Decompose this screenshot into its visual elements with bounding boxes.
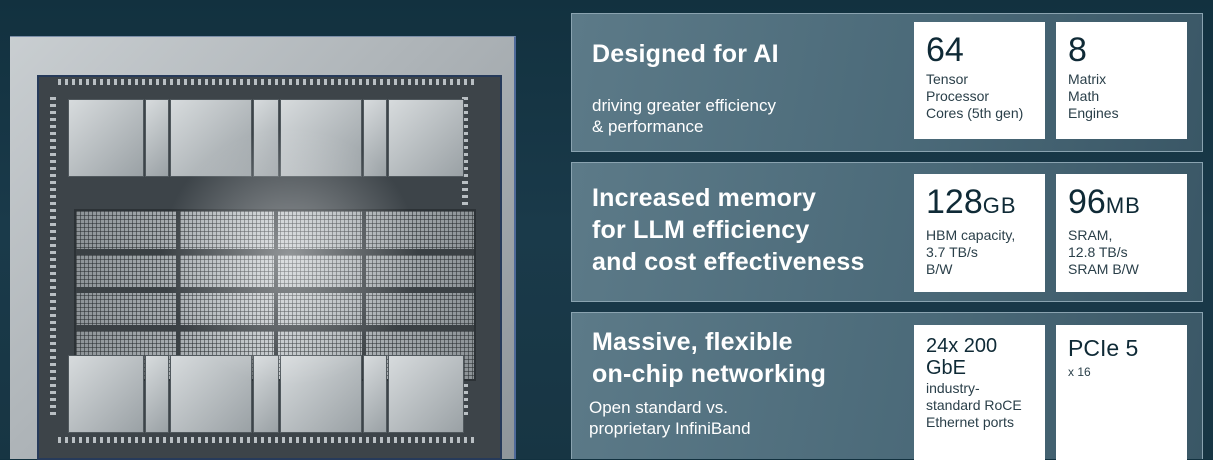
memory-block: [253, 355, 279, 433]
panel-heading: Designed for AI: [592, 38, 779, 70]
pad-column-left: [50, 97, 56, 419]
heading-line: on-chip networking: [592, 360, 827, 388]
panel-heading: Increased memory for LLM efficiency and …: [592, 182, 865, 278]
light-reflection: [160, 127, 420, 387]
heading-line: and cost effectiveness: [592, 248, 865, 276]
memory-block: [170, 355, 252, 433]
core-divider: [362, 211, 366, 379]
stat-desc-line: 12.8 TB/s: [1068, 244, 1128, 260]
stat-unit: GB: [982, 193, 1017, 218]
stat-card-ethernet: 24x 200 GbE industry- standard RoCE Ethe…: [914, 325, 1045, 460]
heading-line: Designed for AI: [592, 40, 779, 68]
feature-panel-memory: Increased memory for LLM efficiency and …: [571, 162, 1203, 302]
stat-unit: MB: [1105, 193, 1141, 218]
subtitle-line: driving greater efficiency: [592, 96, 776, 115]
memory-block: [280, 355, 362, 433]
memory-block: [170, 99, 252, 177]
compute-core-grid: [74, 209, 476, 381]
stat-desc-line: Cores (5th gen): [926, 105, 1024, 121]
stat-desc-line: Tensor: [926, 71, 969, 87]
stat-card-matrix-engines: 8 Matrix Math Engines: [1056, 22, 1187, 139]
stat-value: 64: [926, 31, 964, 69]
memory-block: [388, 99, 464, 177]
stat-value: GbE: [926, 357, 967, 379]
stat-desc-line: x 16: [1068, 365, 1091, 379]
stat-desc-line: SRAM,: [1068, 227, 1113, 243]
stat-desc-line: industry-: [926, 380, 980, 396]
panel-subtitle: driving greater efficiency & performance: [592, 95, 776, 137]
stat-card-pcie: PCIe 5 x 16: [1056, 325, 1187, 460]
stat-value: 24x 200: [926, 335, 998, 357]
heading-line: Massive, flexible: [592, 328, 793, 356]
stat-desc-line: SRAM B/W: [1068, 261, 1139, 277]
memory-block: [280, 99, 362, 177]
chip-die-image: [10, 36, 516, 460]
pad-row-bottom: [58, 437, 474, 443]
memory-block: [68, 99, 144, 177]
stat-desc-line: Engines: [1068, 105, 1119, 121]
heading-line: for LLM efficiency: [592, 216, 810, 244]
memory-block: [363, 99, 387, 177]
core-divider: [274, 211, 278, 379]
memory-block: [253, 99, 279, 177]
memory-block: [388, 355, 464, 433]
pad-row-top: [58, 79, 474, 85]
stat-desc-line: Ethernet ports: [926, 414, 1014, 430]
subtitle-line: & performance: [592, 117, 704, 136]
memory-block: [145, 99, 169, 177]
panel-heading: Massive, flexible on-chip networking: [592, 326, 826, 390]
memory-block: [363, 355, 387, 433]
memory-block: [145, 355, 169, 433]
stat-desc-line: 3.7 TB/s: [926, 244, 978, 260]
panel-subtitle: Open standard vs. proprietary InfiniBand: [589, 397, 751, 439]
stat-value: 8: [1068, 31, 1087, 69]
memory-block: [68, 355, 144, 433]
stat-desc-line: Math: [1068, 88, 1100, 104]
heading-line: Increased memory: [592, 184, 817, 212]
stat-value: PCIe 5: [1068, 335, 1139, 361]
stat-value: 128: [926, 183, 983, 221]
feature-panel-networking: Massive, flexible on-chip networking Ope…: [571, 312, 1203, 460]
feature-panel-ai: Designed for AI driving greater efficien…: [571, 13, 1203, 152]
stat-value: 96: [1068, 183, 1106, 221]
subtitle-line: proprietary InfiniBand: [589, 419, 751, 438]
stat-desc-line: HBM capacity,: [926, 227, 1016, 243]
stat-desc-line: standard RoCE: [926, 397, 1022, 413]
core-divider: [176, 211, 180, 379]
stat-card-tensor-cores: 64 Tensor Processor Cores (5th gen): [914, 22, 1045, 139]
stat-desc-line: Processor: [926, 88, 990, 104]
stat-card-hbm: 128GB HBM capacity, 3.7 TB/s B/W: [914, 174, 1045, 292]
stat-desc-line: B/W: [926, 261, 953, 277]
subtitle-line: Open standard vs.: [589, 398, 728, 417]
stat-card-sram: 96MB SRAM, 12.8 TB/s SRAM B/W: [1056, 174, 1187, 292]
stat-desc-line: Matrix: [1068, 71, 1107, 87]
